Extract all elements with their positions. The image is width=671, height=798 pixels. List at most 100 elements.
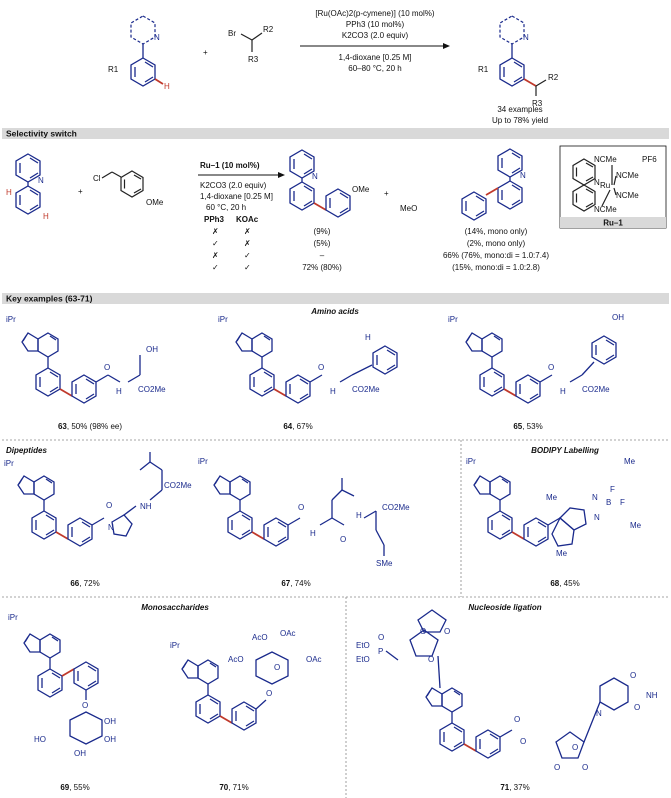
compound-68: iPr F B F N N Me Me Me Me 68, 45% [466,457,642,588]
ortho-h: H [6,188,12,197]
section-amino-acids: Amino acids [310,307,359,316]
substrate-phenylpyridine: N H H [6,153,49,221]
key-examples-header: Key examples (63-71) [6,294,93,304]
o-69: O [82,701,88,710]
id-63: 63 [58,422,67,431]
o-70: O [266,689,272,698]
selectivity-header-bar [2,128,669,139]
eto-71b: EtO [356,655,370,664]
oac-70: OAc [280,629,296,638]
cat-ligand-2: NCMe [616,171,639,180]
eto-71a: EtO [356,641,370,650]
cat-counterion: PF6 [642,155,657,164]
label-r2: R2 [263,25,274,34]
me-68b: Me [546,493,558,502]
section-nucleoside: Nucleoside ligation [468,603,541,612]
co2me-66: CO2Me [164,481,192,490]
me-68d: Me [630,521,642,530]
label-h: H [164,82,170,91]
row3-koac: ✓ [244,251,251,260]
ortho-yield-3: 66% (76%, mono:di = 1.0:7.4) [443,251,549,260]
o-71g: O [572,743,578,752]
label-63: 63, 50% (98% ee) [58,422,122,431]
yield-69: , 55% [69,783,89,792]
label-r3: R3 [248,55,259,64]
ortho-product: N MeO [400,148,526,221]
id-68: 68 [550,579,559,588]
summary-examples: 34 examples [497,105,542,114]
id-70: 70 [219,783,228,792]
id-64: 64 [283,422,292,431]
row2-koac: ✗ [244,239,251,248]
cat-n: N [594,178,600,187]
h-67b: H [356,511,362,520]
label-68: 68, 45% [550,579,579,588]
atom-n-ortho: N [520,171,526,180]
row4-koac: ✓ [244,263,251,272]
oh-69a: OH [104,717,116,726]
ipr-70: iPr [170,641,180,650]
label-r1-product: R1 [478,65,489,74]
ortho-yield-1: (14%, mono only) [465,227,528,236]
o-71h: O [554,763,560,772]
label-66: 66, 72% [70,579,99,588]
catalyst-name: Ru–1 [603,219,623,228]
plus-sign-2: + [78,187,83,196]
aco-70b: AcO [228,655,244,664]
h-64: H [330,387,336,396]
f-68b: F [620,498,625,507]
additive-table: PPh3 KOAc ✗ ✗ ✓ ✗ ✗ ✓ ✓ ✓ [204,215,259,272]
sel-condition-temp: 60 °C, 20 h [206,203,246,212]
ortho-yield-2: (2%, mono only) [467,239,526,248]
ortho-yields: (14%, mono only) (2%, mono only) 66% (76… [443,227,549,272]
p-71: P [378,647,383,656]
compound-67: iPr O H O H CO2Me SMe 67, 74% [198,457,410,588]
ho-69: HO [34,735,46,744]
compound-69: iPr O OH OH OH HO 69, 55% [8,613,116,792]
label-meo-ortho: MeO [400,204,417,213]
compound-65: iPr O H CO2Me OH 65, 53% [448,313,624,431]
h-67a: H [310,529,316,538]
o-64: O [318,363,324,372]
me-68a: Me [624,457,636,466]
oh-69c: OH [74,749,86,758]
nh-64: H [365,333,371,342]
meta-yield-4: 72% (80%) [302,263,342,272]
selectivity-scheme: N H H + Cl OMe Ru–1 (10 mol%) K2CO3 (2.0… [6,145,667,272]
sel-condition-catalyst: Ru–1 (10 mol%) [200,161,260,170]
yield-68: , 45% [559,579,579,588]
product-meta-alkylated: N R1 R2 R3 [478,15,559,108]
label-r3-product: R3 [532,99,543,108]
ipr-68: iPr [466,457,476,466]
o-65: O [548,363,554,372]
row1-koac: ✗ [244,227,251,236]
ipr-63: iPr [6,315,16,324]
oh-63: OH [146,345,158,354]
meta-yield-2: (5%) [314,239,331,248]
plus-sign-3: + [384,189,389,198]
nh-71: NH [646,691,658,700]
h-63: H [116,387,122,396]
atom-n: N [154,33,160,42]
label-r2-product: R2 [548,73,559,82]
aco-70a: AcO [252,633,268,642]
compound-64: iPr O H CO2Me H 64, 67% [218,315,398,431]
oh-65: OH [612,313,624,322]
co2me-65: CO2Me [582,385,610,394]
n-66: N [108,523,114,532]
o-67a: O [298,503,304,512]
compound-71: EtO EtO P O O O O O O O O O N O O NH 71,… [356,609,658,792]
condition-catalyst: [Ru(OAc)2(p-cymene)] (10 mol%) [315,9,434,18]
label-br: Br [228,29,236,38]
b-68: B [606,498,611,507]
meta-h: H [43,212,49,221]
id-67: 67 [281,579,290,588]
label-ome-meta: OMe [352,185,370,194]
o-71a: O [378,633,384,642]
yield-65: , 53% [522,422,542,431]
n-71a: N [596,709,602,718]
meta-yield-1: (9%) [314,227,331,236]
label-70: 70, 71% [219,783,248,792]
o-71f: O [520,737,526,746]
